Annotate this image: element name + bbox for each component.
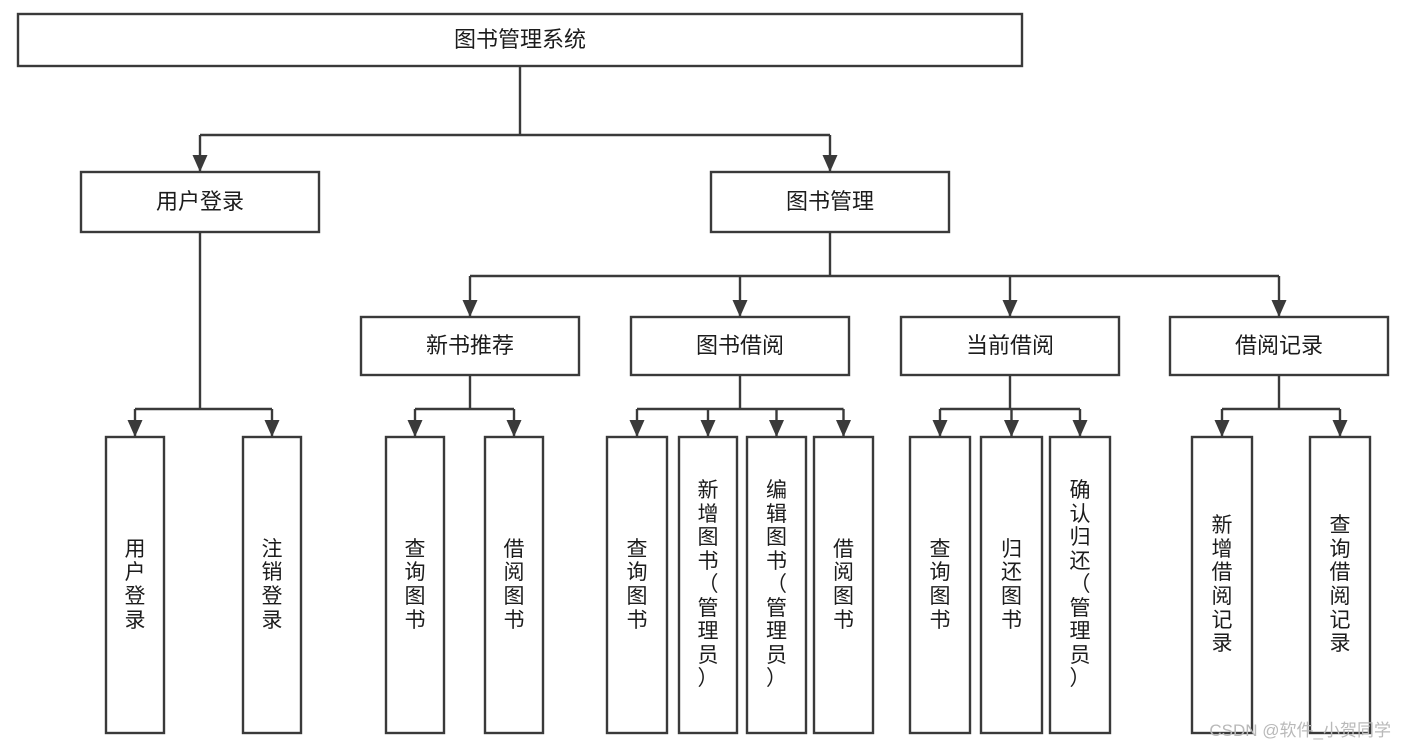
node-leaf-edit-book-admin[interactable] (745, 435, 808, 735)
arrow-head-icon-leaf-query-record (1332, 420, 1348, 437)
node-leaf-logout-login[interactable] (241, 435, 303, 735)
arrow-head-icon-leaf-add-record (1214, 420, 1230, 437)
arrow-head-icon-leaf-add-book-admin (700, 420, 716, 437)
arrow-head-icon-leaf-borrow-book-2 (836, 420, 851, 437)
node-user-login-label: 用户登录 (156, 189, 244, 214)
arrow-head-icon-leaf-logout-login (264, 420, 280, 437)
node-book-borrow-rect[interactable] (629, 315, 851, 377)
node-leaf-add-record[interactable] (1190, 435, 1254, 735)
node-leaf-confirm-return-rect[interactable] (1048, 435, 1112, 735)
arrow-head-icon-leaf-return-book (1004, 420, 1019, 437)
node-book-borrow[interactable]: 图书借阅 (629, 315, 851, 377)
node-root-rect[interactable] (16, 12, 1024, 68)
node-leaf-borrow-book-1[interactable] (483, 435, 545, 735)
node-new-book-recommend[interactable]: 新书推荐 (359, 315, 581, 377)
node-leaf-borrow-book-1-rect[interactable] (483, 435, 545, 735)
arrow-head-icon-new-book-recommend (462, 300, 478, 317)
node-leaf-query-record-rect[interactable] (1308, 435, 1372, 735)
node-current-borrow[interactable]: 当前借阅 (899, 315, 1121, 377)
node-leaf-confirm-return[interactable] (1048, 435, 1112, 735)
node-leaf-borrow-book-2-rect[interactable] (812, 435, 875, 735)
arrow-head-icon-leaf-user-login (127, 420, 143, 437)
arrow-head-icon-leaf-edit-book-admin (769, 420, 784, 437)
node-book-borrow-label: 图书借阅 (696, 333, 784, 358)
node-borrow-record[interactable]: 借阅记录 (1168, 315, 1390, 377)
node-current-borrow-rect[interactable] (899, 315, 1121, 377)
connector-layer (127, 66, 1348, 437)
node-root[interactable]: 图书管理系统 (16, 12, 1024, 68)
node-leaf-user-login-rect[interactable] (104, 435, 166, 735)
node-leaf-add-book-admin-rect[interactable] (677, 435, 739, 735)
arrow-head-icon-current-borrow (1002, 300, 1018, 317)
arrow-head-icon-leaf-confirm-return (1072, 420, 1088, 437)
node-leaf-query-book-3[interactable] (908, 435, 972, 735)
node-leaf-query-book-3-rect[interactable] (908, 435, 972, 735)
arrow-head-icon-leaf-query-book-2 (629, 420, 645, 437)
arrow-head-icon-borrow-record (1271, 300, 1287, 317)
arrow-head-icon-user-login (192, 155, 208, 172)
node-root-label: 图书管理系统 (454, 27, 586, 52)
node-leaf-add-record-rect[interactable] (1190, 435, 1254, 735)
node-new-book-recommend-label: 新书推荐 (426, 333, 514, 358)
node-book-manage-label: 图书管理 (786, 189, 874, 214)
node-leaf-query-book-2[interactable] (605, 435, 669, 735)
node-leaf-edit-book-admin-rect[interactable] (745, 435, 808, 735)
arrow-head-icon-book-manage (822, 155, 838, 172)
node-leaf-query-record[interactable] (1308, 435, 1372, 735)
node-new-book-recommend-rect[interactable] (359, 315, 581, 377)
node-leaf-borrow-book-2[interactable] (812, 435, 875, 735)
node-user-login-rect[interactable] (79, 170, 321, 234)
node-leaf-return-book[interactable] (979, 435, 1044, 735)
node-leaf-user-login[interactable] (104, 435, 166, 735)
node-book-manage[interactable]: 图书管理 (709, 170, 951, 234)
node-leaf-add-book-admin[interactable] (677, 435, 739, 735)
node-book-manage-rect[interactable] (709, 170, 951, 234)
node-leaf-query-book-1-rect[interactable] (384, 435, 446, 735)
arrow-head-icon-book-borrow (732, 300, 748, 317)
node-leaf-query-book-2-rect[interactable] (605, 435, 669, 735)
watermark: CSDN @软件_小贺同学 (1209, 721, 1391, 740)
node-borrow-record-label: 借阅记录 (1235, 333, 1323, 358)
node-user-login[interactable]: 用户登录 (79, 170, 321, 234)
node-leaf-return-book-rect[interactable] (979, 435, 1044, 735)
arrow-head-icon-leaf-borrow-book-1 (506, 420, 522, 437)
node-borrow-record-rect[interactable] (1168, 315, 1390, 377)
node-current-borrow-label: 当前借阅 (966, 333, 1054, 358)
node-leaf-logout-login-rect[interactable] (241, 435, 303, 735)
arrow-head-icon-leaf-query-book-3 (932, 420, 948, 437)
arrow-head-icon-leaf-query-book-1 (407, 420, 423, 437)
node-leaf-query-book-1[interactable] (384, 435, 446, 735)
